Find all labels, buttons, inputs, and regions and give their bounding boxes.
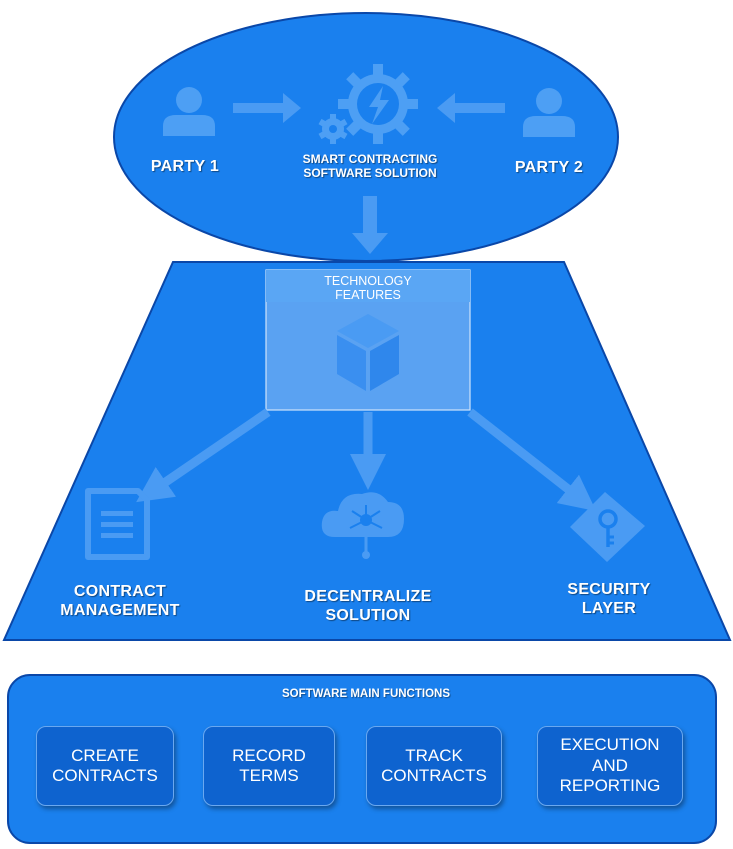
execution-and-reporting-button[interactable]: EXECUTION AND REPORTING	[537, 726, 683, 806]
document-icon	[85, 488, 150, 560]
cube-icon	[337, 314, 399, 391]
arrow-right-icon	[233, 93, 301, 123]
smart-contracting-line1: SMART CONTRACTING	[302, 152, 438, 166]
arrow-left-icon	[437, 93, 505, 123]
decentralize-solution-line2: SOLUTION	[325, 607, 411, 625]
technology-features-line2: FEATURES	[335, 288, 401, 303]
record-terms-button[interactable]: RECORD TERMS	[203, 726, 335, 806]
create-contracts-button[interactable]: CREATE CONTRACTS	[36, 726, 174, 806]
technology-features-line1: TECHNOLOGY	[324, 274, 412, 288]
functions-title: SOFTWARE MAIN FUNCTIONS	[281, 688, 451, 700]
contract-management-line1: CONTRACT	[73, 583, 167, 600]
security-layer-label: SECURITY LAYER	[529, 580, 689, 618]
smart-contracting-line2: SOFTWARE SOLUTION	[303, 166, 437, 181]
party-2-label: PARTY 2	[514, 159, 584, 176]
smart-contracting-label: SMART CONTRACTING SOFTWARE SOLUTION	[280, 152, 460, 181]
person-icon	[163, 87, 215, 136]
arrow-to-security	[467, 408, 597, 512]
decentralize-solution-label: DECENTRALIZE SOLUTION	[288, 587, 448, 625]
contract-management-label: CONTRACT MANAGEMENT	[40, 582, 200, 620]
gears-lightning-icon	[318, 64, 418, 144]
security-layer-line2: LAYER	[581, 600, 637, 618]
key-shield-icon	[570, 492, 645, 562]
cloud-network-icon	[321, 492, 404, 559]
technology-features-title: TECHNOLOGY FEATURES	[266, 274, 470, 303]
contract-management-line2: MANAGEMENT	[60, 602, 180, 620]
party-1-label: PARTY 1	[150, 158, 220, 175]
track-contracts-button[interactable]: TRACK CONTRACTS	[366, 726, 502, 806]
security-layer-line1: SECURITY	[567, 581, 651, 598]
decentralize-solution-line1: DECENTRALIZE	[304, 588, 432, 605]
arrow-down-icon	[352, 196, 388, 254]
arrow-to-contract	[136, 408, 271, 503]
person-icon	[523, 88, 575, 137]
